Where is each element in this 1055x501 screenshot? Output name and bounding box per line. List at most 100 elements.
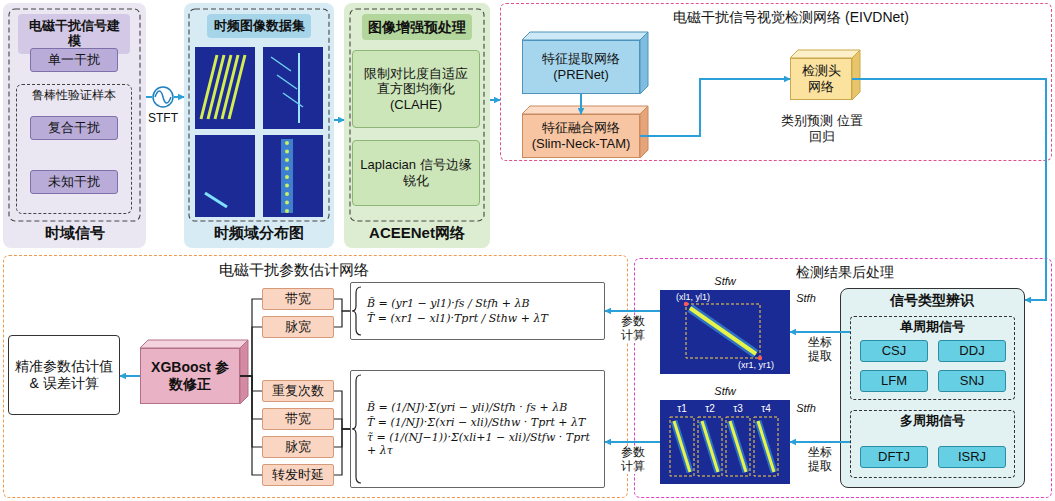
signal-glow	[690, 308, 756, 354]
classifier-box: CSJDDJLFMSNJ单周期信号DFTJISRJ多周期信号信号类型辨识	[840, 288, 1025, 488]
detection-box	[686, 304, 760, 358]
signal-glow	[702, 421, 718, 472]
node-label: 时频域分布图	[184, 224, 334, 242]
node-label: Laplacian 信号边缘锐化	[359, 157, 473, 188]
tf-stripe	[229, 55, 245, 119]
header-box: 图像增强预处理	[362, 14, 472, 40]
tf-image	[195, 47, 255, 129]
detection-box	[698, 417, 722, 476]
panel: 时频图像数据集时频域分布图	[184, 3, 334, 248]
process-box: 未知干扰	[30, 170, 118, 194]
node-label: ACEENet网络	[344, 224, 490, 242]
detection-image: StfwStfh(xl1, yl1)(xr1, yr1)	[660, 290, 790, 374]
parameter-box: 转发时延	[262, 464, 334, 486]
tf-dot	[285, 150, 289, 154]
node-label: DDJ	[959, 343, 984, 359]
formula-box: B̃ = (1/NJ)·Σ(yri − yli)/Stfh · fs + λBT…	[350, 370, 605, 488]
cube-top	[790, 50, 860, 58]
signal-stripe	[702, 421, 718, 472]
node-label: CSJ	[882, 343, 907, 359]
dashed-frame	[189, 9, 329, 221]
tf-dot	[285, 201, 289, 205]
tf-dot	[285, 192, 289, 196]
cube-side	[852, 50, 860, 100]
detection-image: StfwStfhτ1τ2τ3τ4	[660, 400, 790, 484]
node-label: 脉宽	[285, 319, 311, 335]
node-label: 重复次数	[272, 383, 324, 399]
cube-top	[522, 106, 648, 114]
connector	[605, 310, 660, 312]
parameter-box: 脉宽	[262, 316, 334, 338]
class-box: SNJ	[938, 370, 1006, 392]
node-label: 限制对比度自适应直方图均衡化 (CLAHE)	[359, 66, 473, 113]
node-label: 单周期信号	[851, 319, 1014, 335]
signal-stripe	[730, 421, 746, 472]
connector	[334, 119, 344, 121]
node-graphic	[350, 370, 605, 488]
tf-dot	[285, 167, 289, 171]
connector	[334, 299, 350, 311]
node-label: 电磁干扰信号建模	[23, 19, 125, 49]
node-label: 特征融合网络 (Slim-Neck-TAM)	[528, 120, 634, 151]
tf-dot	[285, 141, 289, 145]
corner-dot	[758, 356, 762, 360]
node-label: LFM	[881, 373, 907, 389]
connector	[334, 311, 350, 327]
brace	[352, 375, 361, 483]
signal-glow	[730, 421, 746, 472]
connector	[240, 327, 262, 376]
edge-label: 坐标提取	[807, 446, 833, 474]
node-label: 复合干扰	[48, 120, 100, 136]
tf-stripe	[298, 53, 300, 123]
connector	[174, 96, 184, 98]
node-label: SNJ	[960, 373, 985, 389]
tf-stripe	[283, 93, 303, 107]
node-label: 单一干扰	[48, 52, 100, 68]
node-label: 特征提取网络 (PRENet)	[528, 51, 634, 82]
connector	[852, 79, 1046, 300]
parameter-box: 带宽	[262, 288, 334, 310]
detection-box	[670, 417, 694, 476]
node-label: 鲁棒性验证样本	[17, 88, 131, 102]
node-label: (xr1, yr1)	[724, 360, 788, 371]
node-label: 信号类型辨识	[841, 292, 1023, 309]
stft-symbol: STFT	[152, 86, 174, 108]
node-label: 电磁干扰信号视觉检测网络 (EIVDNet)	[641, 9, 941, 26]
class-box: LFM	[860, 370, 928, 392]
node-label: 带宽	[285, 291, 311, 307]
group-box: CSJ DDJ LFM SNJ 单周期信号	[850, 316, 1015, 400]
signal-glow	[674, 421, 690, 472]
connector	[334, 419, 350, 429]
panel: 电磁干扰信号建模单一干扰复合干扰未知干扰鲁棒性验证样本时域信号	[3, 3, 146, 248]
node-label: 转发时延	[272, 467, 324, 483]
edge-label: 坐标提取	[807, 336, 833, 364]
node-label: 检测头 网络	[796, 63, 846, 94]
tf-dot	[285, 158, 289, 162]
network-cube: XGBoost 参数修正	[140, 348, 240, 404]
node-label: B̃ = (1/NJ)·Σ(yri − yli)/Stfh · fs + λB	[367, 401, 567, 414]
cube-top	[522, 32, 648, 40]
connector	[240, 376, 262, 475]
node-label: 多周期信号	[851, 413, 1014, 429]
connector	[790, 441, 850, 443]
node-label: 时频图像数据集	[214, 18, 305, 34]
dashed-frame	[9, 9, 140, 221]
stft-circle	[153, 87, 173, 107]
node-label: T̃ = (xr1 − xl1)·Tprt / Sthw + λT	[367, 312, 548, 325]
tf-stripe	[205, 193, 227, 207]
node-label: STFT	[142, 111, 184, 125]
class-box: CSJ	[860, 340, 928, 362]
connector	[240, 376, 262, 419]
tf-band	[281, 139, 293, 213]
connector	[120, 375, 140, 377]
node-graphic	[350, 282, 605, 340]
panel: 精准参数估计值 & 误差计算XGBoost 参数修正带宽脉宽重复次数带宽脉宽转发…	[3, 255, 628, 498]
header-box: 电磁干扰信号建模	[18, 14, 130, 54]
node-label: 脉宽	[285, 439, 311, 455]
edge-label: 参数计算	[620, 446, 646, 474]
class-box: ISRJ	[938, 446, 1006, 468]
connector	[146, 96, 152, 98]
node-label: τ2	[698, 403, 722, 415]
group-box: DFTJISRJ多周期信号	[850, 410, 1015, 478]
